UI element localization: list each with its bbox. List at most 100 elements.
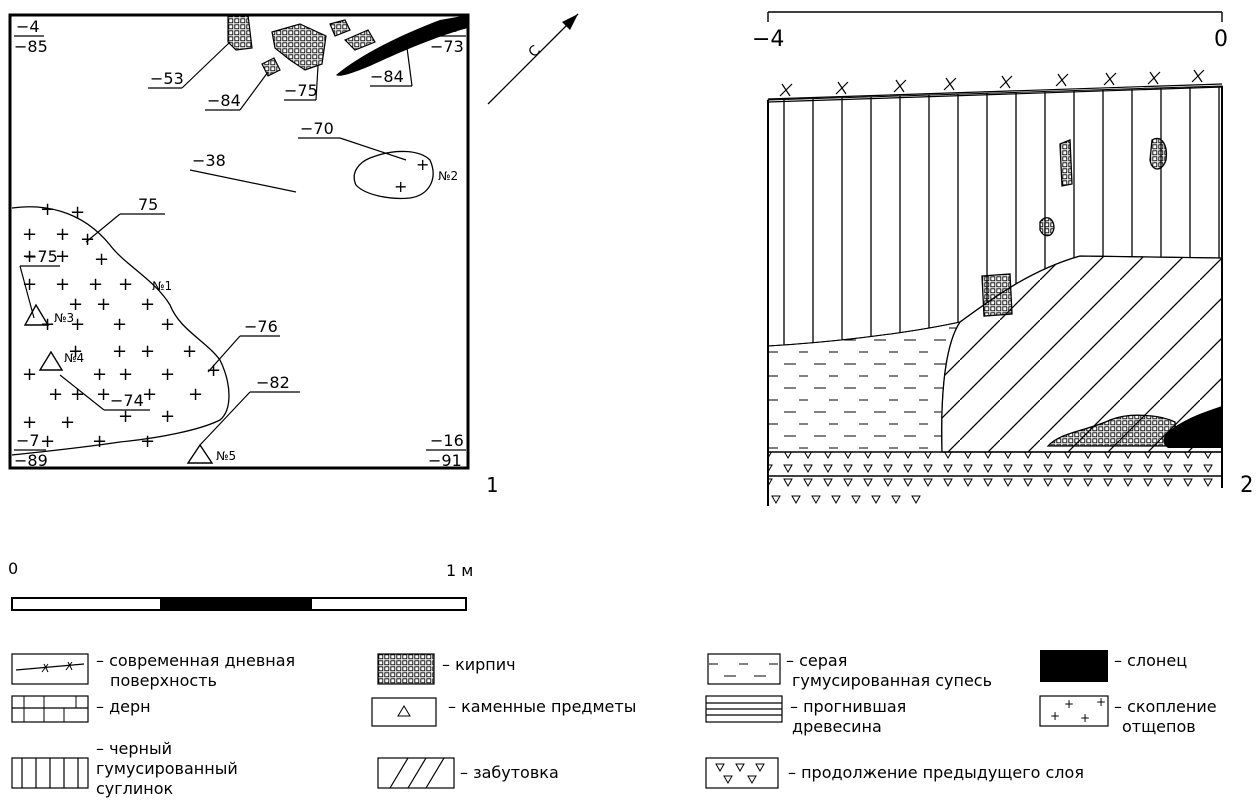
svg-text:+: +	[118, 274, 133, 295]
corner-labels: −4 −85 −0 −73 −7 −89 −16 −91	[14, 17, 466, 470]
scale-end-label: 1 м	[446, 561, 473, 580]
legend-item-brick: – кирпич	[377, 653, 516, 685]
svg-text:+: +	[1080, 711, 1090, 725]
svg-text:+: +	[140, 431, 155, 452]
legend-label: отщепов	[1122, 717, 1196, 736]
svg-text:+: +	[22, 412, 37, 433]
stone-label-4: №4	[64, 351, 84, 365]
legend-label: гумусированный	[96, 759, 238, 778]
brick-fragment-2	[271, 23, 327, 71]
corner-top-right-num: −0	[436, 17, 460, 36]
flake-cluster-1-outline	[11, 206, 230, 456]
svg-text:+: +	[60, 412, 75, 433]
svg-text:+: +	[48, 384, 63, 405]
svg-text:+: +	[70, 202, 85, 223]
surface-line	[767, 69, 1223, 103]
svg-text:+: +	[68, 294, 83, 315]
legend-label: – слонец	[1114, 651, 1187, 670]
figure-number-2: 2	[1240, 473, 1253, 498]
brick-fragment-section-2	[1059, 139, 1073, 187]
corner-top-left-num: −4	[16, 17, 40, 36]
legend-label: поверхность	[110, 671, 217, 690]
stone-label-3: №3	[54, 311, 74, 325]
svg-text:+: +	[188, 384, 203, 405]
section-axis-right: 0	[1214, 27, 1228, 52]
legend-item-flakes: + + + + – скопление отщепов	[1039, 695, 1217, 736]
figure-number-1: 1	[486, 473, 498, 497]
svg-text:+: +	[140, 341, 155, 362]
svg-text:+: +	[70, 314, 85, 335]
svg-text:+: +	[206, 360, 221, 381]
depth-mark: 75	[138, 195, 158, 214]
svg-text:+: +	[40, 431, 55, 452]
legend-label: суглинок	[96, 779, 174, 798]
svg-text:+: +	[118, 364, 133, 385]
scale-start-label: 0	[8, 559, 18, 578]
legend-label: – черный	[96, 739, 172, 758]
depth-mark: −84	[370, 67, 404, 86]
section-axis: −4 0	[752, 11, 1228, 52]
plan-figure: ++ +++ +++ ++++ +++ ++++ ++++ +++++ ++++…	[8, 13, 579, 497]
svg-text:+: +	[96, 294, 111, 315]
prev-layer-band	[768, 452, 1222, 488]
svg-text:+: +	[160, 364, 175, 385]
legend-item-grey-sandy-loam: – серая гумусированная супесь	[707, 651, 992, 690]
legend-label: – серая	[786, 651, 847, 670]
corner-bottom-right-num: −16	[430, 431, 464, 450]
svg-text:+: +	[22, 364, 37, 385]
svg-text:+: +	[88, 274, 103, 295]
svg-text:+: +	[68, 341, 83, 362]
depth-mark: −53	[150, 69, 184, 88]
stone-5	[186, 443, 214, 464]
north-arrow-label: С	[526, 42, 544, 60]
legend-item-rotten-wood: – прогнившая древесина	[705, 695, 906, 736]
svg-text:+: +	[1096, 695, 1106, 709]
svg-text:+: +	[394, 177, 407, 196]
scale-bar: 0 1 м	[8, 559, 473, 611]
svg-text:+: +	[182, 341, 197, 362]
svg-text:+: +	[22, 224, 37, 245]
legend-item-clay: – слонец	[1040, 650, 1187, 682]
cluster-label-1: №1	[152, 279, 172, 293]
section-figure: −4 0	[752, 11, 1253, 506]
depth-mark: −74	[110, 391, 144, 410]
brick-fragment-5	[261, 57, 281, 77]
stone-4	[38, 350, 64, 371]
legend-label: – прогнившая	[790, 697, 906, 716]
svg-text:+: +	[55, 224, 70, 245]
corner-top-right-den: −73	[430, 37, 464, 56]
prev-layer-tail	[771, 495, 921, 505]
svg-text:+: +	[118, 406, 133, 427]
legend-label: – современная дневная	[96, 651, 295, 670]
svg-text:+: +	[22, 274, 37, 295]
legend-item-backfill: – забутовка	[377, 757, 559, 789]
brick-fragment-section-4	[1039, 217, 1055, 237]
brick-fragment-4	[343, 29, 376, 51]
depth-mark: −76	[244, 317, 278, 336]
corner-bottom-left-num: −7	[16, 431, 40, 450]
legend-label: – дерн	[96, 697, 151, 716]
cluster-label-2: №2	[438, 169, 458, 183]
svg-text:+: +	[1064, 697, 1074, 711]
depth-mark: −70	[300, 119, 334, 138]
legend-item-surface: – современная дневная поверхность	[11, 651, 295, 690]
flake-cluster-2-outline	[353, 150, 434, 200]
legend-label: – скопление	[1114, 697, 1217, 716]
legend-label: – каменные предметы	[448, 697, 636, 716]
brick-fragment-section-3	[1149, 137, 1168, 170]
depth-mark: −75	[24, 247, 58, 266]
legend-item-turf: – дерн	[11, 695, 151, 723]
svg-text:+: +	[160, 406, 175, 427]
depth-mark: −75	[284, 81, 318, 100]
svg-text:+: +	[92, 431, 107, 452]
svg-text:+: +	[160, 314, 175, 335]
brick-lens-section	[1046, 414, 1177, 447]
legend-item-prev-layer: – продолжение предыдущего слоя	[705, 757, 1084, 789]
depth-mark: −82	[256, 373, 290, 392]
legend-label: гумусированная супесь	[792, 671, 992, 690]
legend-label: древесина	[792, 717, 882, 736]
svg-text:+: +	[112, 341, 127, 362]
flake-crosses-2: ++	[394, 155, 429, 196]
legend-label: – продолжение предыдущего слоя	[788, 763, 1084, 782]
depth-mark: −84	[207, 91, 241, 110]
